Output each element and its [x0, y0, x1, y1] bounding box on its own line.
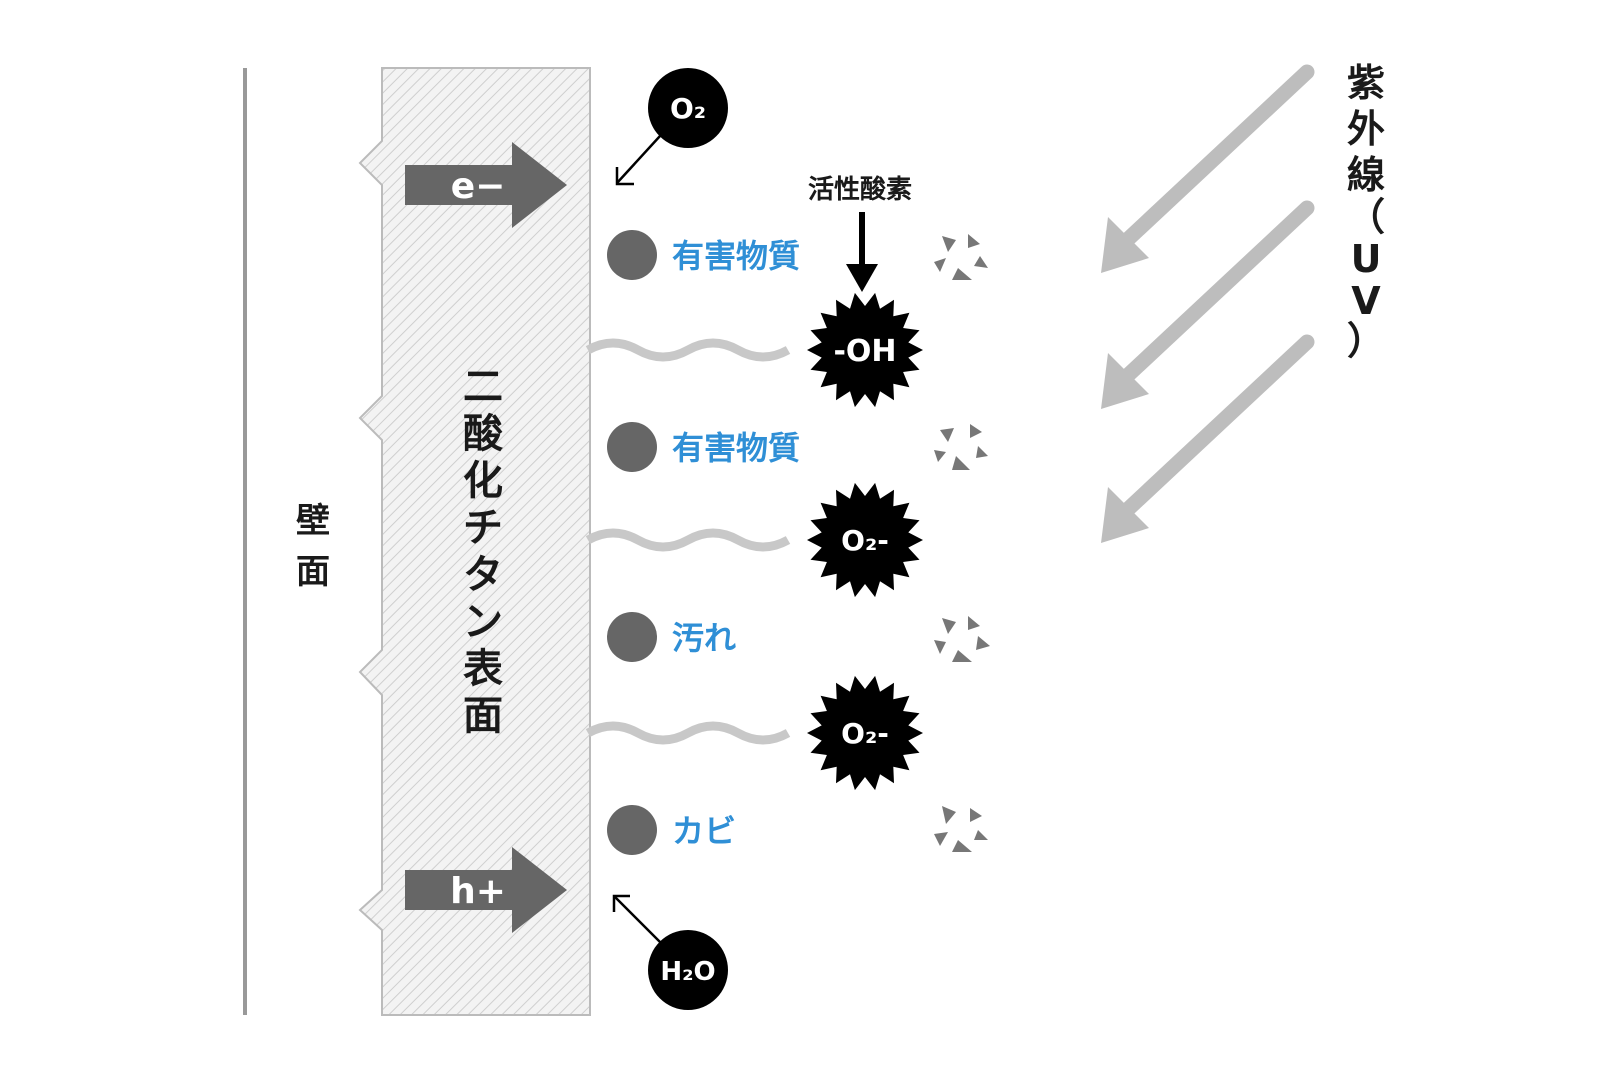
substance-item: 有害物質 — [607, 230, 800, 280]
surface-label-char: チ — [463, 505, 503, 551]
uv-label-char: （ — [1347, 195, 1385, 239]
decomposed-fragments — [934, 424, 988, 470]
radical-label: O₂- — [841, 717, 889, 750]
uv-arrow — [1101, 64, 1315, 273]
oxygen-molecule: O₂ — [615, 68, 728, 186]
oxygen-molecule-label: O₂ — [670, 92, 706, 125]
uv-label-char: V — [1351, 279, 1381, 323]
water-molecule: H₂O — [612, 894, 728, 1010]
radical-label: -OH — [833, 334, 896, 369]
surface-label-char: 化 — [463, 458, 503, 504]
wall-label-2: 面 — [296, 552, 330, 592]
titanium-dioxide-layer — [358, 67, 591, 1016]
wall-label-1: 壁 — [296, 501, 330, 541]
uv-label-char: 線 — [1347, 153, 1385, 197]
radical-burst: O₂- — [807, 675, 923, 791]
wavy-line — [585, 721, 791, 745]
wavy-line — [585, 528, 791, 552]
substance-label: カビ — [672, 812, 736, 850]
substance-item: 有害物質 — [607, 422, 800, 472]
surface-label-char: 表 — [463, 646, 503, 692]
decomposed-fragments — [934, 234, 988, 280]
substance-dot — [607, 805, 657, 855]
uv-arrow — [1101, 334, 1315, 543]
hole-label: h+ — [450, 871, 506, 912]
substance-label: 汚れ — [672, 619, 736, 657]
surface-label-char: 二 — [463, 364, 503, 410]
substance-label: 有害物質 — [672, 429, 800, 467]
water-molecule-label: H₂O — [660, 957, 715, 987]
radical-burst: O₂- — [807, 482, 923, 598]
surface-label-char: ン — [463, 599, 503, 645]
substance-dot — [607, 230, 657, 280]
uv-arrow — [1101, 200, 1315, 409]
uv-label: 紫 外 線 （ U V ） — [1347, 61, 1385, 363]
uv-label-char: 外 — [1347, 107, 1385, 151]
uv-label-char: 紫 — [1347, 61, 1385, 105]
decomposed-fragments — [934, 616, 990, 662]
uv-label-char: ） — [1347, 319, 1385, 363]
substance-dot — [607, 612, 657, 662]
active-oxygen-label: 活性酸素 — [808, 175, 912, 205]
hole-arrow: h+ — [405, 847, 567, 933]
wavy-line — [585, 338, 791, 362]
substance-dot — [607, 422, 657, 472]
surface-label: 二 酸 化 チ タ ン 表 面 — [463, 364, 504, 739]
surface-label-char: 面 — [463, 693, 503, 739]
substance-item: 汚れ — [607, 612, 736, 662]
substance-label: 有害物質 — [672, 237, 800, 275]
substance-item: カビ — [607, 805, 736, 855]
surface-label-char: 酸 — [463, 411, 504, 457]
radical-label: O₂- — [841, 524, 889, 557]
active-oxygen-arrow — [846, 212, 878, 292]
uv-label-char: U — [1351, 237, 1382, 281]
electron-label: e− — [451, 166, 506, 207]
electron-arrow: e− — [405, 142, 567, 228]
radical-burst: -OH — [807, 292, 923, 408]
decomposed-fragments — [934, 806, 988, 852]
surface-label-char: タ — [463, 552, 503, 598]
